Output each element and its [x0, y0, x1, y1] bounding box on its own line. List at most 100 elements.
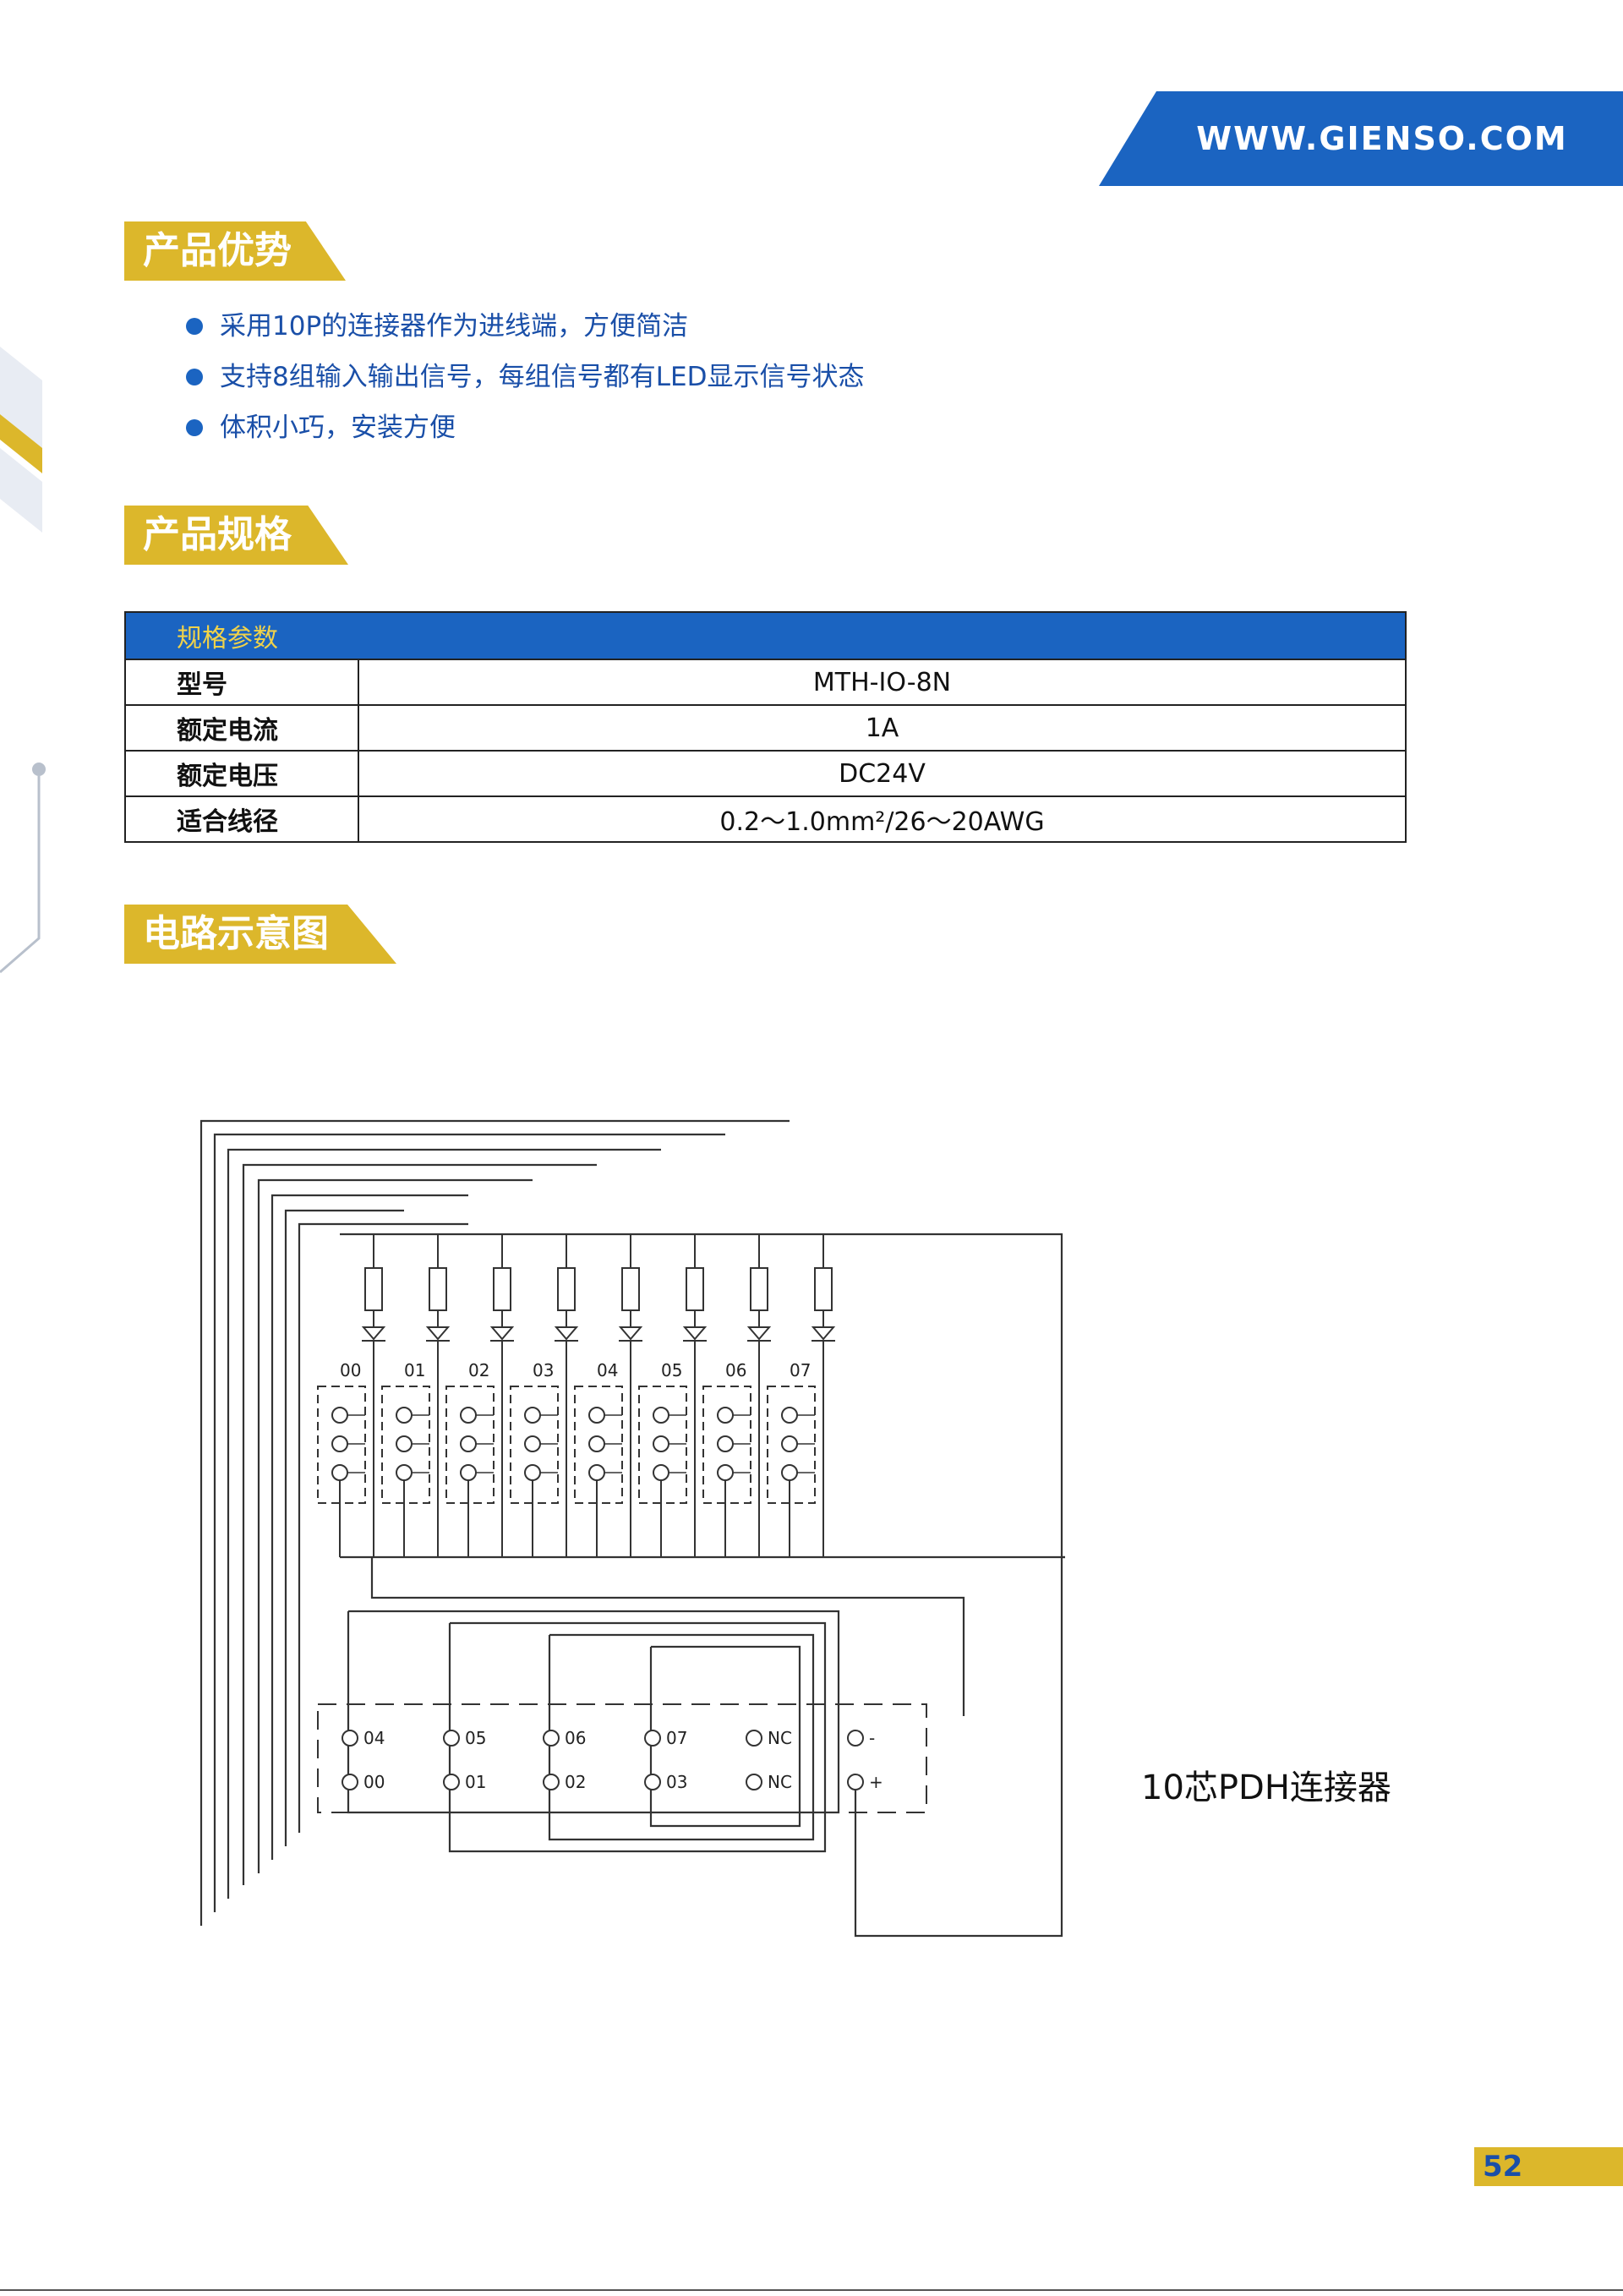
connector-pin-label: 07 [666, 1728, 687, 1748]
bottom-rule [0, 2289, 1623, 2291]
website-url[interactable]: WWW.GIENSO.COM [1196, 120, 1568, 157]
terminal-screw [331, 1407, 348, 1424]
terminal-screw [331, 1464, 348, 1481]
channel-01: 01 [381, 1234, 451, 1557]
connector-pin [847, 1730, 864, 1747]
table-row: 额定电压 DC24V [124, 750, 1407, 797]
connector-pin-label: 01 [465, 1772, 486, 1792]
terminal-screw [653, 1407, 669, 1424]
channel-05: 05 [638, 1234, 708, 1557]
terminal-screw [460, 1407, 477, 1424]
resistor [686, 1267, 704, 1311]
side-line-decoration [0, 763, 46, 974]
channel-00: 00 [317, 1234, 386, 1557]
connector-pin [543, 1730, 560, 1747]
list-item: 采用10P的连接器作为进线端，方便简洁 [179, 301, 864, 352]
page-number-box [1474, 2147, 1623, 2186]
connector-pin-label: 05 [465, 1728, 486, 1748]
terminal-screw [460, 1464, 477, 1481]
channel-label: 01 [404, 1360, 425, 1380]
connector-pin [847, 1774, 864, 1790]
terminal-screw [588, 1464, 605, 1481]
terminal-screw [717, 1464, 734, 1481]
pdh-connector-block [317, 1703, 927, 1813]
signal-wire [227, 1148, 661, 1899]
row-value: 1A [358, 704, 1407, 752]
terminal-screw [524, 1435, 541, 1452]
channel-label: 02 [468, 1360, 489, 1380]
led-diode [554, 1326, 579, 1341]
connector-pin-label: NC [768, 1772, 792, 1792]
row-value: DC24V [358, 750, 1407, 797]
connector-pin [443, 1730, 460, 1747]
channel-label: 03 [533, 1360, 554, 1380]
inner-loop [347, 1610, 840, 1814]
signal-wire [199, 1119, 790, 1926]
resistor [621, 1267, 640, 1311]
signal-wire [284, 1209, 404, 1846]
connector-pin-label: - [869, 1728, 875, 1748]
channel-02: 02 [445, 1234, 515, 1557]
channel-04: 04 [574, 1234, 643, 1557]
table-header-row: 规格参数 [124, 611, 1407, 660]
connector-pin [644, 1774, 661, 1790]
row-value: MTH-IO-8N [358, 659, 1407, 706]
resistor [814, 1267, 833, 1311]
bullet-icon [186, 318, 203, 335]
terminal-screw [781, 1407, 798, 1424]
advantages-list: 采用10P的连接器作为进线端，方便简洁 支持8组输入输出信号，每组信号都有LED… [179, 301, 864, 453]
terminal-screw [331, 1435, 348, 1452]
inner-loop [548, 1633, 815, 1841]
led-diode [746, 1326, 772, 1341]
row-label: 额定电流 [124, 704, 359, 752]
row-label: 适合线径 [124, 795, 359, 843]
led-diode [811, 1326, 836, 1341]
terminal-screw [781, 1435, 798, 1452]
terminal-screw [396, 1435, 413, 1452]
terminal-screw [653, 1464, 669, 1481]
led-diode [682, 1326, 708, 1341]
connector-pin-label: + [869, 1772, 883, 1792]
spec-table: 规格参数 型号 MTH-IO-8N 额定电流 1A 额定电压 DC24V 适合线… [124, 611, 1407, 843]
list-item: 支持8组输入输出信号，每组信号都有LED显示信号状态 [179, 352, 864, 402]
connector-pin [746, 1774, 762, 1790]
connector-pin-label: 00 [363, 1772, 385, 1792]
channel-label: 05 [661, 1360, 682, 1380]
channel-03: 03 [510, 1234, 579, 1557]
resistor [429, 1267, 447, 1311]
led-diode [618, 1326, 643, 1341]
resistor [364, 1267, 383, 1311]
channel-label: 00 [340, 1360, 361, 1380]
terminal-screw [653, 1435, 669, 1452]
signal-wire [242, 1163, 597, 1885]
signal-wire [257, 1178, 533, 1873]
table-header: 规格参数 [124, 611, 1407, 660]
led-diode [361, 1326, 386, 1341]
terminal-screw [588, 1407, 605, 1424]
connector-pin [746, 1730, 762, 1747]
resistor [750, 1267, 768, 1311]
list-item: 体积小巧，安装方便 [179, 402, 864, 453]
channel-07: 07 [767, 1234, 836, 1557]
page-number: 52 [1483, 2150, 1523, 2184]
connector-pin-label: NC [768, 1728, 792, 1748]
terminal-screw [717, 1407, 734, 1424]
table-row: 型号 MTH-IO-8N [124, 659, 1407, 706]
table-row: 适合线径 0.2～1.0mm²/26～20AWG [124, 795, 1407, 843]
connector-pin [342, 1730, 358, 1747]
terminal-screw [524, 1464, 541, 1481]
channel-label: 06 [725, 1360, 746, 1380]
led-diode [425, 1326, 451, 1341]
signal-wire [298, 1222, 468, 1833]
website-banner [1099, 91, 1623, 186]
bullet-icon [186, 419, 203, 436]
connector-pin [644, 1730, 661, 1747]
inner-loop [448, 1621, 827, 1853]
connector-pin [543, 1774, 560, 1790]
signal-wire [270, 1194, 468, 1860]
bullet-icon [186, 369, 203, 385]
side-decoration [0, 347, 42, 533]
terminal-screw [588, 1435, 605, 1452]
channel-label: 07 [790, 1360, 811, 1380]
